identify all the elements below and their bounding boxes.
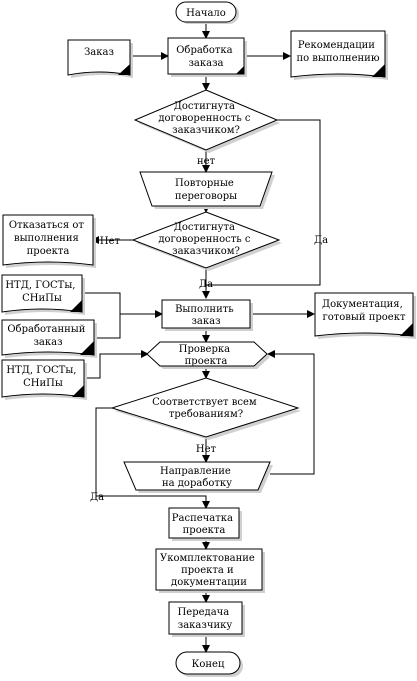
execute-order-box: Выполнить заказ <box>161 299 253 331</box>
label-agreement1-yes: Да <box>314 235 328 246</box>
renegotiation-label: Повторные переговоры <box>175 178 237 202</box>
requirements-decision: Соответствует всем требованиям? <box>110 377 301 440</box>
ntd-document-2: НТД, ГОСТы, СНиПы <box>1 359 87 400</box>
print-project-box: Распечатка проекта <box>168 507 242 541</box>
order-label: Заказ <box>84 47 114 58</box>
start-label: Начало <box>186 8 226 19</box>
processed-order-document: Обработанный заказ <box>1 319 97 358</box>
print-project-label: Распечатка проекта <box>172 513 236 536</box>
documentation-document: Документация, готовый проект <box>314 292 416 339</box>
label-requirements-yes: Да <box>90 492 104 503</box>
execute-order-label: Выполнить заказ <box>175 304 237 327</box>
label-requirements-no: Нет <box>196 444 217 455</box>
ntd-2-label: НТД, ГОСТы, СНиПы <box>6 365 79 389</box>
label-agreement2-no: Нет <box>100 236 121 247</box>
label-agreement1-no: нет <box>197 156 216 167</box>
edges <box>82 22 321 653</box>
refuse-label: Отказаться от выполнения проекта <box>9 220 87 257</box>
edge-rework-loop <box>267 350 315 475</box>
assemble-box: Укомплектование проекта и документации <box>155 548 265 593</box>
rework-box: Направление на доработку <box>123 461 273 493</box>
ntd-document-1: НТД, ГОСТы, СНиПы <box>1 274 85 315</box>
agreement-2-label: Достигнута договоренность с заказчиком? <box>158 222 253 257</box>
start-terminal: Начало <box>175 1 239 24</box>
edge-labels: нет Да Нет Да Нет Да <box>90 156 328 503</box>
edge-ntd2-to-check <box>84 350 149 379</box>
recommendations-document: Рекомендации по выполнению <box>290 30 388 80</box>
label-agreement2-yes: Да <box>199 279 213 290</box>
transfer-box: Передача заказчику <box>168 601 245 637</box>
edge-agreement1-yes <box>206 119 321 286</box>
check-project-label: Проверка проекта <box>179 344 234 367</box>
process-order-label: Обработка заказа <box>176 45 236 69</box>
documentation-label: Документация, готовый проект <box>322 299 406 323</box>
edge-ntd1-to-execute <box>82 292 163 318</box>
edge-processed-to-execute <box>94 314 121 339</box>
agreement-decision-1: Достигнута договоренность с заказчиком? <box>133 89 280 153</box>
check-project-box: Проверка проекта <box>146 341 270 369</box>
requirements-label: Соответствует всем требованиям? <box>152 397 260 420</box>
edge-requirements-yes <box>95 407 210 509</box>
refuse-document: Отказаться от выполнения проекта <box>2 214 96 268</box>
assemble-label: Укомплектование проекта и документации <box>160 553 258 588</box>
recommendations-label: Рекомендации по выполнению <box>296 40 379 64</box>
ntd-1-label: НТД, ГОСТы, СНиПы <box>5 280 78 304</box>
transfer-label: Передача заказчику <box>178 607 233 631</box>
renegotiation-box: Повторные переговоры <box>139 171 275 209</box>
processed-order-label: Обработанный заказ <box>7 324 88 348</box>
end-terminal: Конец <box>175 651 243 677</box>
agreement-decision-2: Достигнута договоренность с заказчиком? <box>131 211 282 271</box>
rework-label: Направление на доработку <box>160 466 234 489</box>
end-label: Конец <box>192 659 225 670</box>
agreement-1-label: Достигнута договоренность с заказчиком? <box>158 101 253 136</box>
order-document: Заказ <box>67 39 133 78</box>
process-order-box: Обработка заказа <box>167 37 247 77</box>
